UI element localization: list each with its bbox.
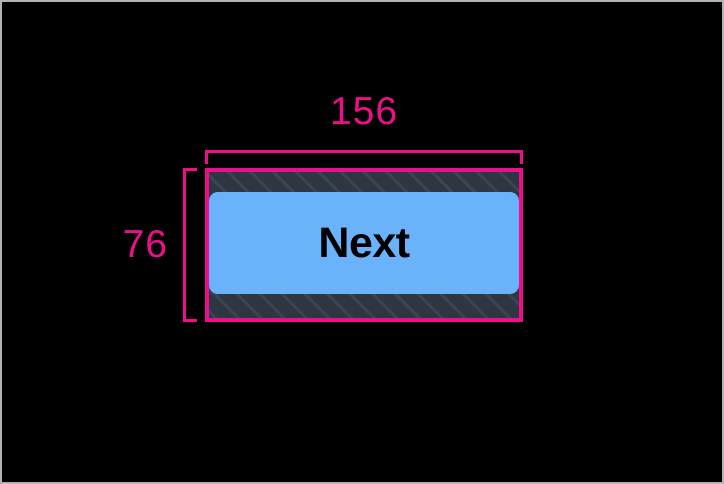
height-measurement-bracket <box>183 168 197 322</box>
measured-component[interactable]: Next <box>205 168 523 322</box>
width-measurement-bracket <box>205 150 523 164</box>
next-button-label: Next <box>318 218 410 267</box>
width-measurement-label: 156 <box>329 90 399 133</box>
height-measurement-label: 76 <box>122 223 168 266</box>
next-button[interactable]: Next <box>209 192 519 294</box>
